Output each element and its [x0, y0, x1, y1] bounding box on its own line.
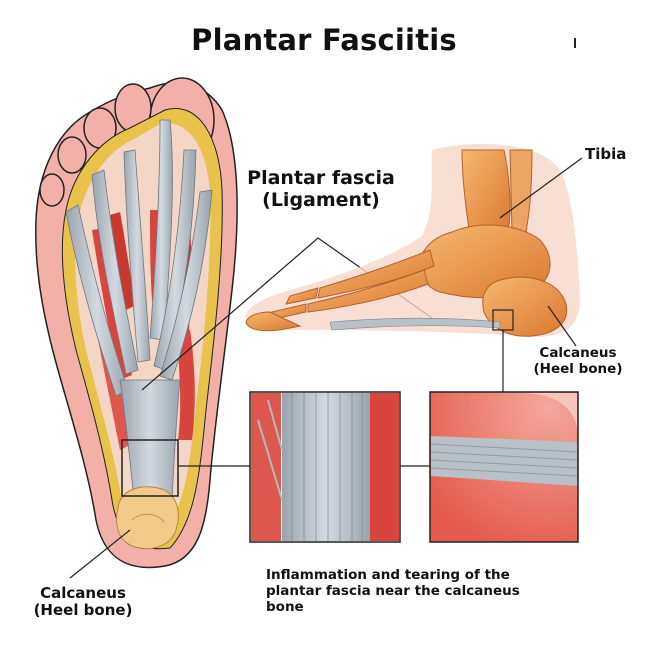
lateral-foot: [245, 144, 580, 337]
calcaneus-left-leader: [69, 529, 131, 579]
toe-4: [57, 136, 87, 174]
calcaneus-right-label-line1: Calcaneus: [539, 345, 617, 361]
zoom-panel-lateral: [429, 391, 579, 543]
tibia-bone: [461, 149, 511, 237]
tibia-label: Tibia: [585, 145, 627, 163]
calcaneus-left-label: Calcaneus (Heel bone): [18, 584, 148, 620]
plantar-fascia-label-line1: Plantar fascia: [247, 167, 395, 189]
caption-line2: plantar fascia near the calcaneus: [266, 582, 520, 599]
tibia-leader: [499, 157, 583, 219]
zoom-panel-sole: [249, 391, 401, 543]
heel-bone-sole: [116, 486, 179, 550]
lateral-toes: [245, 311, 302, 332]
plantar-fascia-bands: [65, 119, 213, 501]
caption-line3: bone: [266, 598, 304, 615]
calcaneus-left-label-line1: Calcaneus: [40, 584, 126, 602]
caption: Inflammation and tearing of the plantar …: [266, 567, 566, 616]
calcaneus-right-label-line2: (Heel bone): [533, 360, 623, 377]
plantar-fascia-label: Plantar fascia (Ligament): [236, 167, 406, 212]
calcaneus-right-label: Calcaneus (Heel bone): [522, 345, 634, 377]
calcaneus-right-leader: [547, 305, 577, 347]
lateral-plantar-fascia: [329, 317, 501, 331]
calcaneus-left-label-line2: (Heel bone): [33, 601, 133, 620]
stray-mark: [574, 38, 576, 48]
sole-of-foot: [34, 77, 238, 569]
sole-zoom-box: [121, 439, 179, 497]
plantar-fascia-label-line2: (Ligament): [262, 188, 380, 211]
caption-line1: Inflammation and tearing of the: [266, 567, 510, 583]
toe-5: [39, 173, 65, 207]
calcaneus-bone: [482, 276, 568, 337]
page-title: Plantar Fasciitis: [191, 23, 457, 57]
